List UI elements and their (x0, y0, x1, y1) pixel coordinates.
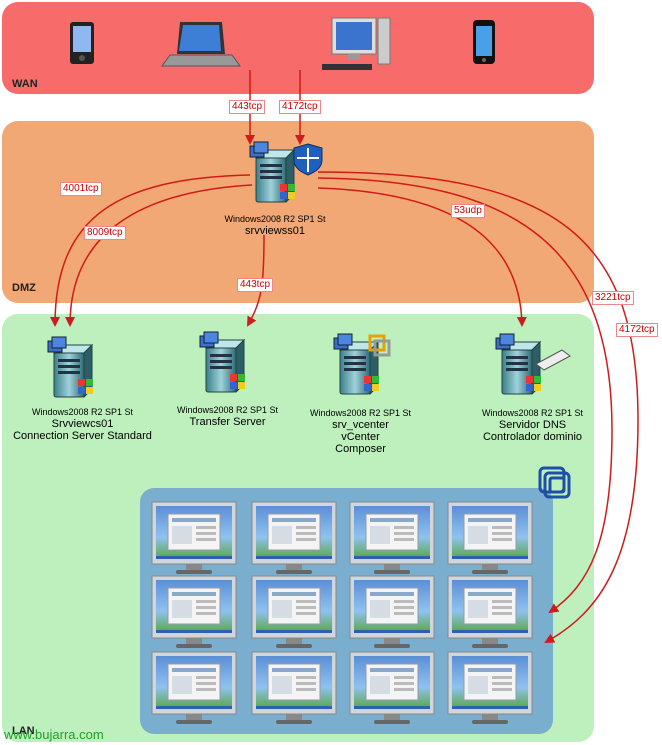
transfer-server-caption: Windows2008 R2 SP1 St Transfer Server (165, 404, 290, 428)
port-label-ts-443: 443tcp (237, 278, 274, 292)
virtual-desktop (151, 651, 237, 725)
security-server-icon (249, 141, 296, 203)
dns-server-role: Servidor DNS (498, 419, 567, 431)
connection-server-name: Srvviewcs01 (51, 418, 114, 430)
virtual-desktop (349, 575, 435, 649)
connection-server-icon (47, 336, 94, 398)
wan-zone: WAN (2, 2, 594, 94)
arrow-vdi-3221 (317, 177, 613, 614)
port-label-wan-4172: 4172tcp (279, 100, 321, 114)
watermark: www.bujarra.com (4, 727, 104, 742)
port-label-cs-4001: 4001tcp (60, 182, 102, 196)
connection-server-role: Connection Server Standard (13, 430, 152, 442)
smartphone-icon (473, 20, 495, 64)
wan-label: WAN (12, 78, 38, 90)
port-label-vdi-4172: 4172tcp (616, 323, 658, 337)
arrow-cs-4001 (50, 174, 251, 327)
vcenter-logo-icon (368, 334, 391, 357)
port-label-cs-8009: 8009tcp (84, 226, 126, 240)
virtual-desktop (447, 501, 533, 575)
vcenter-server-caption: Windows2008 R2 SP1 St srv_vcenter vCente… (298, 407, 423, 455)
arrow-vdi-4172 (317, 171, 639, 643)
security-server-name: srvviewss01 (245, 225, 305, 237)
security-server-os: Windows2008 R2 SP1 St (224, 214, 326, 224)
dns-server-role2: Controlador dominio (482, 431, 583, 443)
vcenter-server-role2: Composer (335, 443, 386, 455)
connection-server-caption: Windows2008 R2 SP1 St Srvviewcs01 Connec… (0, 406, 165, 442)
security-server-caption: Windows2008 R2 SP1 St srvviewss01 (210, 213, 340, 237)
desktop-pc-icon (322, 17, 391, 70)
transfer-server-role: Transfer Server (189, 416, 266, 428)
dmz-label: DMZ (12, 282, 36, 294)
virtual-desktop (251, 575, 337, 649)
laptop-icon (161, 22, 241, 67)
shield-icon (293, 143, 323, 176)
vcenter-server-role: vCenter (341, 431, 380, 443)
keyboard-icon (535, 349, 571, 371)
dns-server-icon (495, 333, 542, 395)
virtual-desktop (447, 651, 533, 725)
pda-icon (70, 22, 94, 64)
arrow-dns-53 (317, 187, 527, 327)
vcenter-server-os: Windows2008 R2 SP1 St (309, 408, 412, 418)
lan-label: LAN (12, 725, 35, 737)
arrow-cs-8009 (65, 184, 253, 327)
dns-server-caption: Windows2008 R2 SP1 St Servidor DNS Contr… (470, 407, 595, 443)
virtual-desktop (349, 501, 435, 575)
virtual-desktop (251, 501, 337, 575)
dns-server-os: Windows2008 R2 SP1 St (481, 408, 584, 418)
virtual-desktop (447, 575, 533, 649)
transfer-server-icon (199, 331, 246, 393)
virtual-desktop (151, 575, 237, 649)
vsphere-icon (538, 466, 571, 499)
connection-server-os: Windows2008 R2 SP1 St (31, 407, 134, 417)
port-label-vdi-3221: 3221tcp (592, 291, 634, 305)
virtual-desktop (151, 501, 237, 575)
virtual-desktop (349, 651, 435, 725)
port-label-wan-443: 443tcp (229, 100, 266, 114)
vcenter-server-name: srv_vcenter (332, 419, 389, 431)
virtual-desktop (251, 651, 337, 725)
virtual-desktops-grid (151, 501, 533, 725)
port-label-dns-53: 53udp (451, 204, 485, 218)
vcenter-server-icon (333, 333, 380, 395)
transfer-server-os: Windows2008 R2 SP1 St (176, 405, 279, 415)
